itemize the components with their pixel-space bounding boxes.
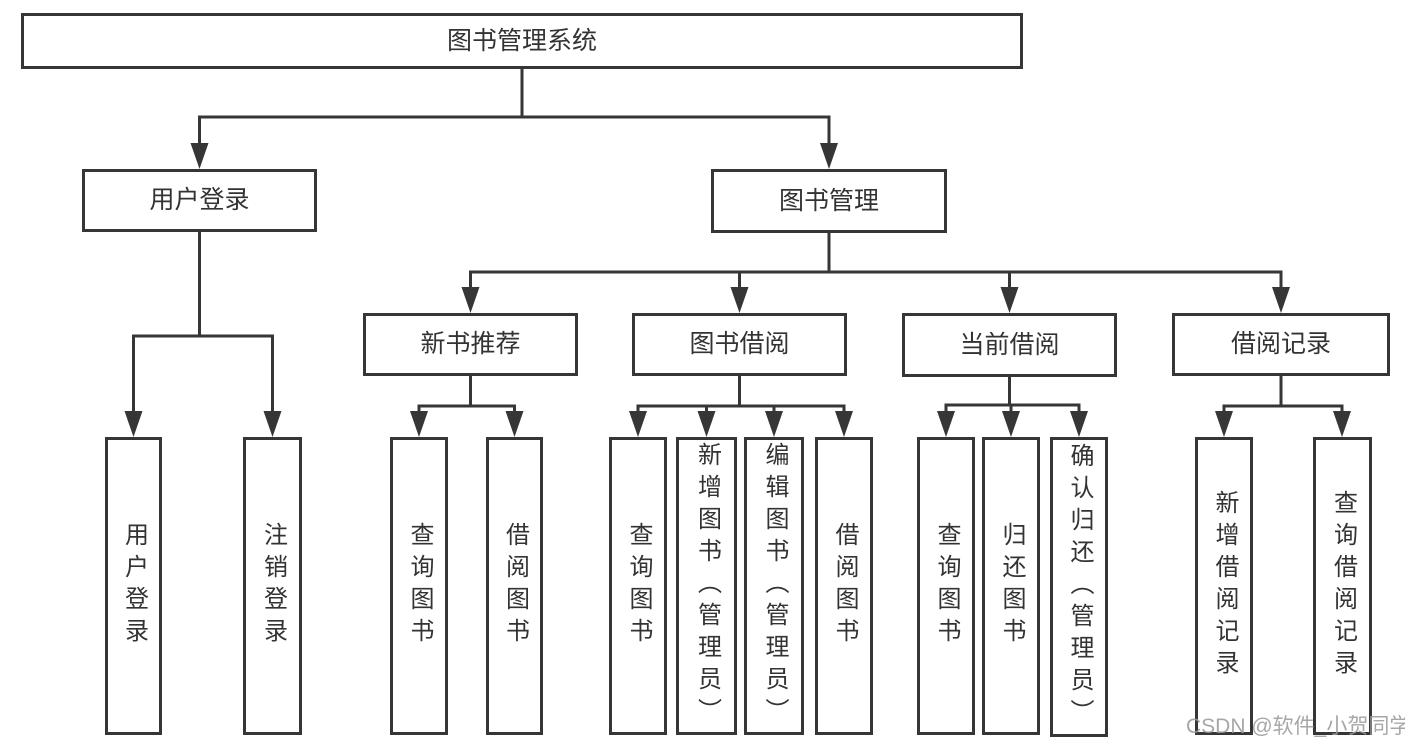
leaf-current-return-book-label: 归还图书 — [998, 522, 1025, 650]
watermark: CSDN @软件_小贺同学 — [1186, 715, 1405, 738]
leaf-borrow-borrow-book: 借阅图书 — [815, 437, 873, 735]
leaf-newrec-borrow-book-label: 借阅图书 — [501, 522, 529, 650]
node-new-book-recommend: 新书推荐 — [363, 313, 578, 376]
leaf-borrow-query-book-label: 查询图书 — [625, 522, 652, 650]
leaf-borrow-query-book: 查询图书 — [609, 437, 667, 735]
leaf-records-add-record: 新增借阅记录 — [1195, 437, 1253, 735]
leaf-records-query-record: 查询借阅记录 — [1313, 437, 1372, 735]
leaf-logout: 注销登录 — [243, 437, 302, 735]
node-user-login: 用户登录 — [82, 169, 317, 232]
node-book-borrow: 图书借阅 — [632, 313, 847, 376]
leaf-records-add-record-label: 新增借阅记录 — [1211, 490, 1238, 682]
node-user-login-label: 用户登录 — [149, 186, 250, 214]
node-book-borrow-label: 图书借阅 — [689, 330, 790, 358]
leaf-borrow-edit-book-label: 编辑图书（管理员） — [761, 442, 788, 730]
node-borrow-records: 借阅记录 — [1172, 313, 1390, 376]
leaf-borrow-add-book: 新增图书（管理员） — [676, 437, 737, 735]
node-root: 图书管理系统 — [21, 13, 1023, 69]
leaf-newrec-query-book: 查询图书 — [390, 437, 448, 735]
leaf-borrow-borrow-book-label: 借阅图书 — [831, 522, 858, 650]
leaf-current-return-book: 归还图书 — [982, 437, 1040, 735]
leaf-records-query-record-label: 查询借阅记录 — [1329, 490, 1357, 682]
node-current-borrow: 当前借阅 — [902, 313, 1117, 377]
node-borrow-records-label: 借阅记录 — [1230, 330, 1331, 358]
node-book-management: 图书管理 — [711, 169, 947, 233]
leaf-current-query-book: 查询图书 — [917, 437, 975, 735]
leaf-borrow-add-book-label: 新增图书（管理员） — [693, 442, 721, 730]
node-current-borrow-label: 当前借阅 — [959, 330, 1060, 359]
node-root-label: 图书管理系统 — [446, 26, 597, 55]
leaf-current-confirm-return-label: 确认归还（管理员） — [1066, 443, 1093, 731]
leaf-newrec-query-book-label: 查询图书 — [406, 522, 433, 650]
node-new-book-recommend-label: 新书推荐 — [420, 330, 521, 358]
leaf-newrec-borrow-book: 借阅图书 — [486, 437, 543, 735]
leaf-current-query-book-label: 查询图书 — [933, 522, 960, 650]
leaf-borrow-edit-book: 编辑图书（管理员） — [744, 437, 804, 735]
leaf-logout-label: 注销登录 — [259, 522, 287, 650]
node-book-management-label: 图书管理 — [778, 186, 879, 215]
leaf-user-login-label: 用户登录 — [120, 522, 148, 650]
leaf-user-login: 用户登录 — [105, 437, 162, 735]
leaf-current-confirm-return: 确认归还（管理员） — [1050, 437, 1108, 737]
